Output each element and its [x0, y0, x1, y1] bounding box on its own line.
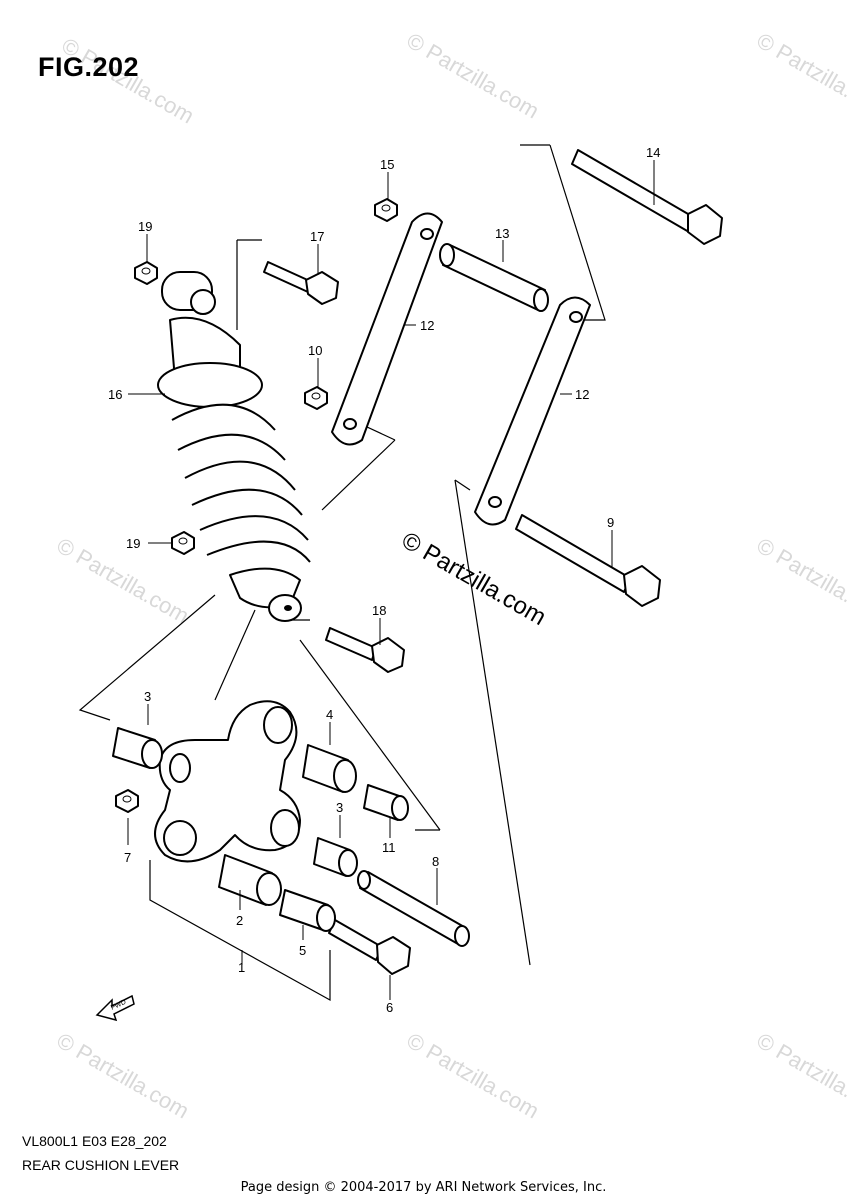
callout-19: 19 — [138, 219, 152, 234]
spacer-5 — [279, 889, 336, 932]
cushion-rod-12-left — [331, 212, 443, 446]
bearing-3-right — [313, 837, 358, 877]
nut-10 — [304, 386, 328, 410]
watermark: © Partzilla.com — [403, 1028, 544, 1124]
model-code: VL800L1 E03 E28_202 — [22, 1133, 167, 1149]
callout-14: 14 — [646, 145, 660, 160]
callout-12: 12 — [420, 318, 434, 333]
watermark: © Partzilla.com — [53, 1028, 194, 1124]
callout-17: 17 — [310, 229, 324, 244]
bolt-14 — [571, 149, 723, 245]
callout-8: 8 — [432, 854, 439, 869]
callout-18: 18 — [372, 603, 386, 618]
watermark: © Partzilla.com — [753, 28, 847, 124]
cushion-rod-12-right — [474, 296, 591, 526]
bolt-6 — [328, 919, 411, 975]
bolt-9 — [515, 514, 661, 607]
callout-19: 19 — [126, 536, 140, 551]
callout-1: 1 — [238, 960, 245, 975]
callout-7: 7 — [124, 850, 131, 865]
callout-3: 3 — [336, 800, 343, 815]
callout-4: 4 — [326, 707, 333, 722]
part-name: REAR CUSHION LEVER — [22, 1157, 180, 1173]
watermark: © Partzilla.com — [753, 533, 847, 629]
rear-shock-absorber — [157, 271, 311, 622]
bearing-3-left — [112, 727, 163, 769]
nut-15 — [374, 198, 398, 222]
watermark: © Partzilla.com — [403, 28, 544, 124]
assembly-guide-lines — [78, 144, 606, 1002]
figure-title: FIG.202 — [38, 52, 140, 82]
callout-2: 2 — [236, 913, 243, 928]
bolt-17 — [263, 261, 339, 305]
callout-10: 10 — [308, 343, 322, 358]
watermark-group: © Partzilla.com © Partzilla.com © Partzi… — [53, 28, 847, 1124]
callout-13: 13 — [495, 226, 509, 241]
callout-15: 15 — [380, 157, 394, 172]
page-credit: Page design © 2004-2017 by ARI Network S… — [240, 1180, 607, 1195]
spacer-8 — [357, 870, 470, 947]
callout-5: 5 — [299, 943, 306, 958]
bolt-18 — [325, 627, 405, 673]
watermark-main: © Partzilla.com — [397, 527, 551, 631]
bushing-4 — [302, 744, 357, 793]
cushion-lever-1 — [154, 700, 301, 863]
callout-11: 11 — [382, 840, 396, 855]
fwd-arrow-icon: FWD — [95, 994, 135, 1022]
spacer-13 — [439, 243, 549, 312]
callout-9: 9 — [607, 515, 614, 530]
nut-19-top — [134, 261, 158, 285]
bushing-2 — [218, 854, 282, 906]
watermark: © Partzilla.com — [753, 1028, 847, 1124]
callout-6: 6 — [386, 1000, 393, 1015]
callout-labels: 19 15 17 14 13 12 10 12 16 9 19 18 3 4 3… — [108, 145, 660, 1015]
spacer-11 — [363, 784, 409, 821]
nut-19-bottom — [171, 531, 195, 555]
nut-7 — [115, 789, 139, 813]
callout-3: 3 — [144, 689, 151, 704]
callout-12: 12 — [575, 387, 589, 402]
leader-lines — [127, 160, 655, 1000]
callout-16: 16 — [108, 387, 122, 402]
